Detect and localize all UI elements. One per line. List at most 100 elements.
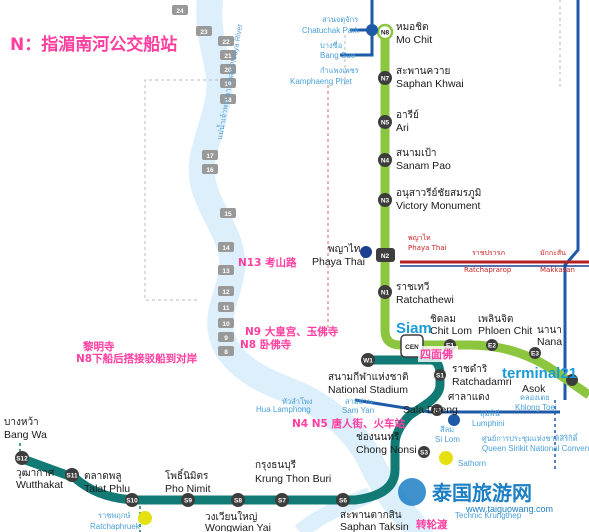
pier-12[interactable]: 12 (218, 286, 234, 296)
svg-text:กำแพงเพชร: กำแพงเพชร (320, 66, 359, 75)
pier-24[interactable]: 24 (172, 5, 188, 15)
svg-text:23: 23 (200, 29, 208, 36)
svg-text:พญาไท: พญาไท (408, 233, 431, 242)
sukhumvit-line (380, 30, 589, 399)
svg-text:N7: N7 (381, 76, 390, 83)
station-s8[interactable]: S8 วงเวียนใหญ่ Wongwian Yai (205, 493, 271, 532)
svg-text:Chong Nonsi: Chong Nonsi (356, 444, 417, 456)
wat-arun-annotation: 黎明寺 (82, 340, 115, 353)
svg-text:Ratchathewi: Ratchathewi (396, 294, 454, 306)
svg-text:12: 12 (222, 289, 230, 296)
pier-13[interactable]: 13 (218, 265, 234, 275)
svg-text:มักกะสัน: มักกะสัน (540, 249, 566, 257)
station-s3[interactable]: S3 ช่องนนทรี Chong Nonsi (356, 431, 430, 458)
watermark: 泰国旅游网 www.taiguowang.com (398, 478, 553, 514)
svg-text:Mo Chit: Mo Chit (396, 34, 432, 46)
station-n3[interactable]: N3 อนุสาวรีย์ชัยสมรภูมิ Victory Monument (378, 187, 481, 212)
svg-text:โพธิ์นิมิตร: โพธิ์นิมิตร (165, 468, 209, 482)
svg-text:พญาไท: พญาไท (328, 243, 360, 255)
svg-text:อนุสาวรีย์ชัยสมรภูมิ: อนุสาวรีย์ชัยสมรภูมิ (396, 187, 481, 199)
station-s6[interactable]: S6 สะพานตากสิน Saphan Taksin (336, 493, 409, 532)
pier-19[interactable]: 19 (220, 78, 236, 88)
station-e2[interactable]: E2 เพลินจิต Phloen Chit (478, 314, 532, 351)
svg-text:อารีย์: อารีย์ (396, 109, 419, 121)
map-title: N：指湄南河公交船站 (10, 34, 177, 55)
station-s2[interactable]: S2 ศาลาแดง Sala Daeng (403, 392, 490, 426)
pier-22[interactable]: 22 (218, 36, 234, 46)
pier-23[interactable]: 23 (196, 26, 212, 36)
station-n8[interactable]: N8 หมอชิต Mo Chit (376, 22, 432, 46)
svg-text:Ratchaprarop: Ratchaprarop (464, 266, 512, 274)
terminal21-annotation: terminal21 (502, 365, 577, 382)
pier-14[interactable]: 14 (218, 242, 234, 252)
svg-text:หมอชิต: หมอชิต (396, 22, 428, 33)
svg-text:Lumphini: Lumphini (472, 419, 505, 428)
svg-text:ลุมพินี: ลุมพินี (480, 409, 500, 418)
station-n7[interactable]: N7 สะพานควาย Saphan Khwai (378, 66, 464, 90)
erawan-annotation: 四面佛 (420, 347, 453, 361)
svg-text:S3: S3 (420, 450, 428, 457)
svg-text:Sam Yan: Sam Yan (342, 406, 374, 415)
station-s9[interactable]: S9 โพธิ์นิมิตร Pho Nimit (165, 468, 211, 507)
pier-11[interactable]: 11 (218, 302, 234, 312)
svg-text:วุฒากาศ: วุฒากาศ (16, 468, 55, 479)
station-e3[interactable]: E3 นานา Nana (529, 325, 562, 359)
pier-17[interactable]: 17 (202, 150, 218, 160)
station-n1[interactable]: N1 ราชเทวี Ratchathewi (378, 281, 454, 306)
svg-text:13: 13 (222, 268, 230, 275)
svg-text:Ratchadamri: Ratchadamri (452, 376, 512, 388)
svg-text:Saphan Khwai: Saphan Khwai (396, 78, 464, 90)
svg-text:สวนจตุจักร: สวนจตุจักร (322, 15, 358, 24)
svg-text:N1: N1 (381, 290, 390, 297)
pier-15[interactable]: 15 (220, 208, 236, 218)
svg-text:National Stadium: National Stadium (328, 384, 408, 396)
svg-text:Sathorn: Sathorn (458, 459, 486, 468)
station-n2[interactable]: N2 พญาไท Phaya Thai (312, 243, 395, 268)
svg-text:สะพานตากสิน: สะพานตากสิน (340, 510, 402, 521)
svg-text:Chatuchak Park: Chatuchak Park (302, 26, 360, 35)
ferry-annotation: 转轮渡 (416, 518, 448, 531)
svg-text:Asok: Asok (522, 383, 546, 395)
svg-text:20: 20 (224, 67, 232, 74)
station-e4[interactable]: Asok (522, 374, 578, 395)
svg-text:21: 21 (224, 53, 232, 60)
station-n4[interactable]: N4 สนามเป้า Sanam Pao (378, 147, 451, 172)
svg-text:19: 19 (224, 81, 232, 88)
svg-text:กรุงธนบุรี: กรุงธนบุรี (255, 459, 297, 471)
pier-16[interactable]: 16 (202, 164, 218, 174)
pier-18[interactable]: 18 (220, 94, 236, 104)
svg-text:Bang Wa: Bang Wa (4, 429, 47, 441)
mrt-blue-line-east (563, 0, 580, 400)
svg-text:Ari: Ari (396, 122, 409, 134)
guide-dashed-line (144, 79, 230, 301)
svg-text:N8: N8 (381, 30, 390, 37)
svg-text:Si Lom: Si Lom (435, 435, 460, 444)
svg-text:Technic Krungthep: Technic Krungthep (455, 511, 522, 520)
station-siam[interactable]: CEN Siam (396, 320, 432, 358)
svg-text:ตลาดพลู: ตลาดพลู (84, 471, 121, 482)
wat-arun-tip: N8下船后搭接驳船到对岸 (76, 352, 198, 365)
wat-pho-annotation: N8 卧佛寺 (240, 338, 292, 351)
station-w1[interactable]: W1 สนามกีฬาแห่งชาติ National Stadium (328, 353, 408, 396)
station-s1[interactable]: S1 ราชดำริ Ratchadamri (434, 364, 512, 388)
svg-text:ราชปรารภ: ราชปรารภ (472, 249, 505, 257)
pier-8[interactable]: 8 (218, 346, 234, 356)
logo-icon (398, 478, 426, 506)
annotations: N13 考山路 N9 大皇宫、玉佛寺 N8 卧佛寺 黎明寺 N8下船后搭接驳船到… (76, 256, 577, 531)
svg-text:ศูนย์การประชุมแห่งชาติสิริกิติ: ศูนย์การประชุมแห่งชาติสิริกิติ์ (482, 433, 579, 443)
pier-20[interactable]: 20 (220, 64, 236, 74)
mrt-station-labels: สวนจตุจักร Chatuchak Park กำแพงเพชร Kamp… (90, 15, 589, 531)
svg-text:17: 17 (206, 153, 214, 160)
svg-text:N3: N3 (381, 198, 390, 205)
station-s7[interactable]: S7 กรุงธนบุรี Krung Thon Buri (255, 459, 331, 507)
pier-9[interactable]: 9 (218, 332, 234, 342)
station-s11[interactable]: S11 วุฒากาศ Wutthakat (16, 468, 79, 491)
station-n5[interactable]: N5 อารีย์ Ari (378, 109, 419, 134)
svg-text:S10: S10 (126, 498, 138, 505)
svg-text:9: 9 (224, 335, 228, 342)
station-s12[interactable]: S12 บางหว้า Bang Wa (4, 416, 47, 465)
svg-text:Phaya Thai: Phaya Thai (312, 256, 365, 268)
pier-10[interactable]: 10 (218, 318, 234, 328)
pier-21[interactable]: 21 (220, 50, 236, 60)
station-s10[interactable]: S10 ตลาดพลู Talat Phlu (84, 471, 139, 507)
